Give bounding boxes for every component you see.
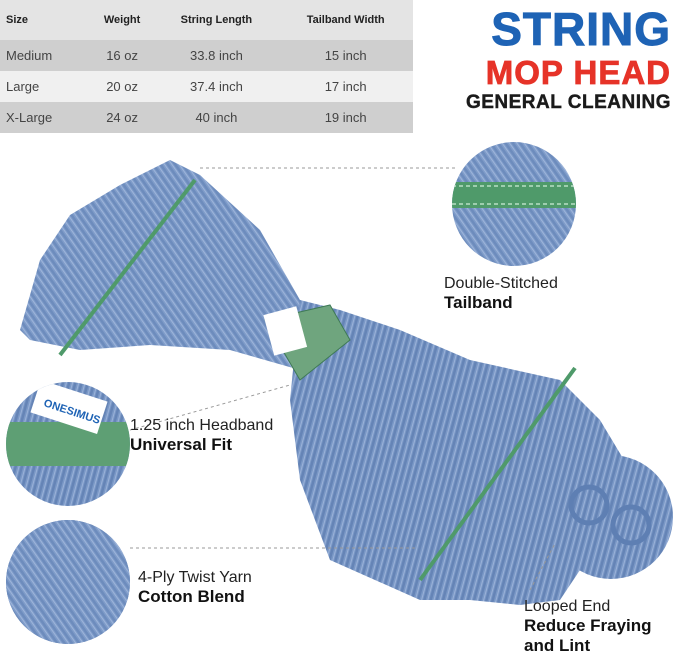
tailband-lower [418, 366, 577, 582]
callout-yarn: 4-Ply Twist Yarn Cotton Blend [138, 569, 252, 607]
callout-headband-bold: Universal Fit [130, 435, 233, 455]
size-table-header-row: Size Weight String Length Tailband Width [0, 0, 413, 40]
callout-looped: Looped End Reduce Fraying and Lint [524, 598, 652, 655]
product-label [263, 306, 308, 356]
callout-headband: 1.25 inch Headband Universal Fit [130, 417, 273, 455]
table-row: Large 20 oz 37.4 inch 17 inch [0, 71, 413, 102]
callout-yarn-light: 4-Ply Twist Yarn [138, 569, 252, 586]
table-row: X-Large 24 oz 40 inch 19 inch [0, 102, 413, 133]
col-header-weight: Weight [89, 0, 155, 40]
callout-looped-bold1: Reduce Fraying [524, 616, 652, 636]
callout-tailband-bold: Tailband [444, 293, 513, 313]
headline-string: STRING [491, 3, 671, 56]
col-header-size: Size [0, 0, 90, 40]
table-cell: 24 oz [89, 102, 155, 133]
table-cell: 37.4 inch [154, 71, 279, 102]
size-table: Size Weight String Length Tailband Width… [0, 0, 413, 133]
table-row: Medium 16 oz 33.8 inch 15 inch [0, 40, 413, 71]
table-cell: 17 inch [278, 71, 413, 102]
table-cell: 40 inch [154, 102, 279, 133]
mop-head-image [20, 160, 630, 605]
table-cell: 20 oz [89, 71, 155, 102]
detail-headband-circle: ONESIMUS [6, 382, 130, 506]
callout-looped-light: Looped End [524, 598, 611, 615]
detail-looped-circle [549, 455, 673, 579]
callout-tailband-light: Double-Stitched [444, 275, 558, 292]
callout-yarn-bold: Cotton Blend [138, 587, 245, 607]
callout-headband-light: 1.25 inch Headband [130, 417, 274, 434]
table-cell: 16 oz [89, 40, 155, 71]
col-header-string-length: String Length [154, 0, 279, 40]
table-cell: 15 inch [278, 40, 413, 71]
detail-tailband-circle [452, 142, 576, 266]
mop-strands-lower [290, 300, 630, 605]
table-cell: 19 inch [278, 102, 413, 133]
detail-yarn-circle [6, 520, 130, 644]
table-cell: 33.8 inch [154, 40, 279, 71]
headline-general-cleaning: GENERAL CLEANING [465, 92, 671, 113]
col-header-tailband-width: Tailband Width [278, 0, 413, 40]
table-cell: Medium [0, 40, 90, 71]
table-cell: X-Large [0, 102, 90, 133]
table-cell: Large [0, 71, 90, 102]
mop-strands-upper [20, 160, 330, 370]
headline-mop-head: MOP HEAD [485, 54, 671, 92]
tailband-upper [58, 178, 197, 357]
callout-tailband: Double-Stitched Tailband [444, 275, 558, 313]
callout-looped-bold2: and Lint [524, 635, 591, 655]
